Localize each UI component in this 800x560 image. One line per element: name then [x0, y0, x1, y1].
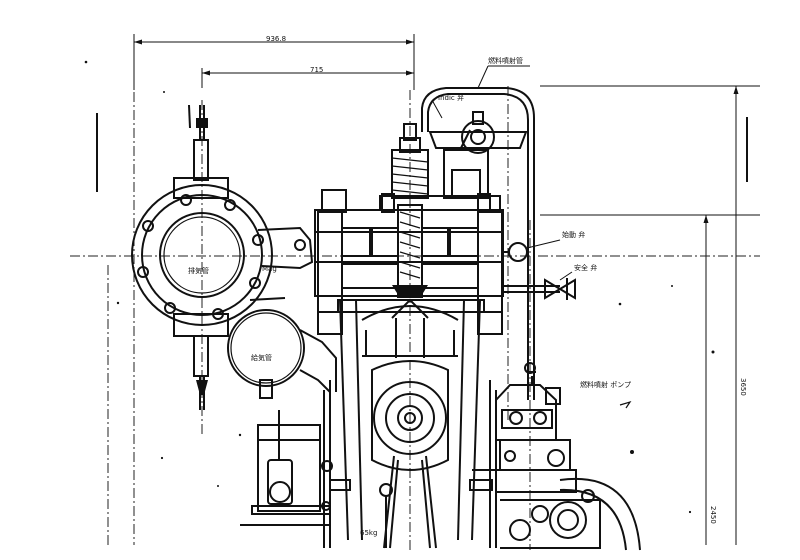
- right-dimension-lines: [96, 85, 760, 545]
- fuel-injection-pipe: [421, 65, 535, 400]
- crankcase-frame: [323, 299, 497, 548]
- fuel-valve-spring: [379, 111, 528, 211]
- top-dimension-lines: [133, 34, 415, 90]
- dim-top-inner-label: 715: [310, 66, 324, 74]
- mid-label: Mag: [262, 265, 277, 273]
- side-valve-label: 始動 弁: [562, 231, 586, 239]
- dim-top-overall-label: 936.8: [266, 35, 287, 43]
- bottom-label: 65kg: [360, 529, 378, 537]
- drawing-specks: [84, 60, 715, 514]
- dim-right-lower-label: 2450: [709, 506, 717, 524]
- pump-label: 燃料噴射 ポンプ: [580, 381, 632, 389]
- small-valve-label: 安全 弁: [574, 264, 598, 272]
- crosshead-con-rod: [321, 298, 493, 549]
- dim-right-height-label: 3650: [739, 378, 747, 396]
- lubricator: [240, 410, 331, 526]
- fuel-pipe-label: 燃料噴射管: [488, 57, 523, 65]
- side-valves: [503, 239, 576, 300]
- header-valve-label: Indic 弁: [438, 94, 464, 102]
- exhaust-label: 排気管: [188, 267, 209, 275]
- exhaust-manifold: [131, 104, 314, 410]
- air-receiver-label: 給気管: [251, 354, 272, 362]
- air-receiver: [227, 297, 337, 399]
- fuel-injection-pump: [472, 362, 641, 551]
